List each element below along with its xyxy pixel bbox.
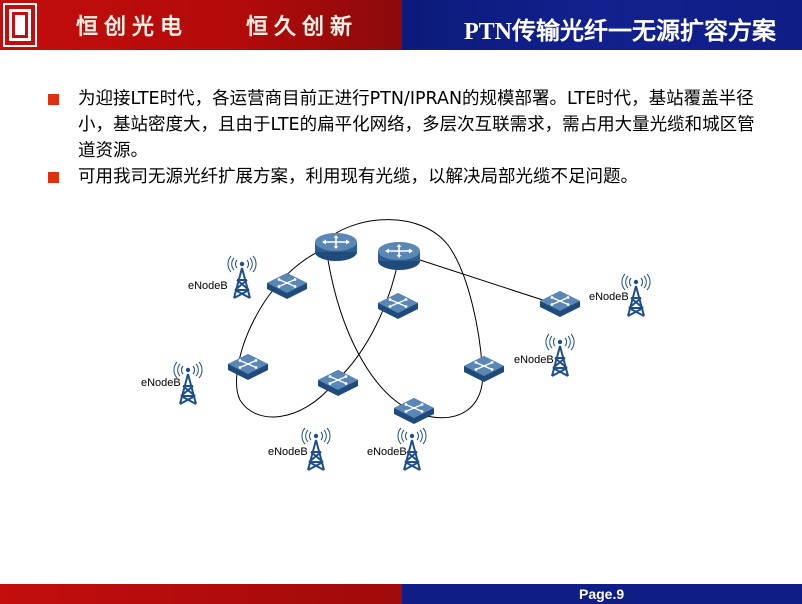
company-logo	[3, 3, 37, 47]
header-right-band	[402, 0, 802, 50]
bullet-list: 为迎接LTE时代，各运营商目前正进行PTN/IPRAN的规模部署。LTE时代，基…	[46, 86, 766, 190]
fiber-link	[419, 259, 559, 306]
enodeb-label: eNodeB	[141, 377, 181, 389]
bullet-marker	[48, 94, 59, 105]
footer-right-band	[402, 584, 802, 604]
router-icon	[314, 232, 358, 262]
footer-left-band	[0, 584, 402, 604]
switch-icon	[463, 355, 505, 383]
header-bar: 恒创光电 恒久创新 PTN传输光纤一无源扩容方案	[0, 0, 802, 50]
footer-bar: Page.9	[0, 584, 802, 604]
page-title: PTN传输光纤一无源扩容方案	[464, 19, 776, 45]
switch-icon	[317, 369, 359, 397]
bullet-item: 可用我司无源光纤扩展方案，利用现有光缆，以解决局部光缆不足问题。	[46, 164, 766, 190]
slogan-left: 恒创光电	[76, 14, 189, 40]
switch-icon	[227, 353, 269, 381]
switch-icon	[539, 290, 581, 318]
header-left-band: 恒创光电 恒久创新	[0, 0, 402, 50]
slogan-right: 恒久创新	[246, 14, 359, 40]
enodeb-label: eNodeB	[514, 354, 554, 366]
bullet-marker	[48, 172, 59, 183]
page-number: Page.9	[579, 586, 625, 602]
enodeb-label: eNodeB	[589, 291, 629, 303]
enodeb-label: eNodeB	[367, 446, 407, 458]
fiber-link	[327, 259, 411, 411]
cell-tower-icon	[226, 255, 258, 299]
bullet-text-2: 可用我司无源光纤扩展方案，利用现有光缆，以解决局部光缆不足问题。	[78, 167, 638, 187]
bullet-item: 为迎接LTE时代，各运营商目前正进行PTN/IPRAN的规模部署。LTE时代，基…	[46, 86, 766, 164]
enodeb-label: eNodeB	[268, 446, 308, 458]
router-icon	[377, 241, 421, 271]
switch-icon	[393, 397, 435, 425]
fiber-link	[334, 261, 399, 383]
enodeb-label: eNodeB	[188, 280, 228, 292]
switch-icon	[266, 272, 308, 300]
switch-icon	[377, 292, 419, 320]
fiber-link	[236, 244, 336, 418]
fiber-link	[329, 219, 484, 419]
bullet-text-1: 为迎接LTE时代，各运营商目前正进行PTN/IPRAN的规模部署。LTE时代，基…	[78, 89, 755, 161]
